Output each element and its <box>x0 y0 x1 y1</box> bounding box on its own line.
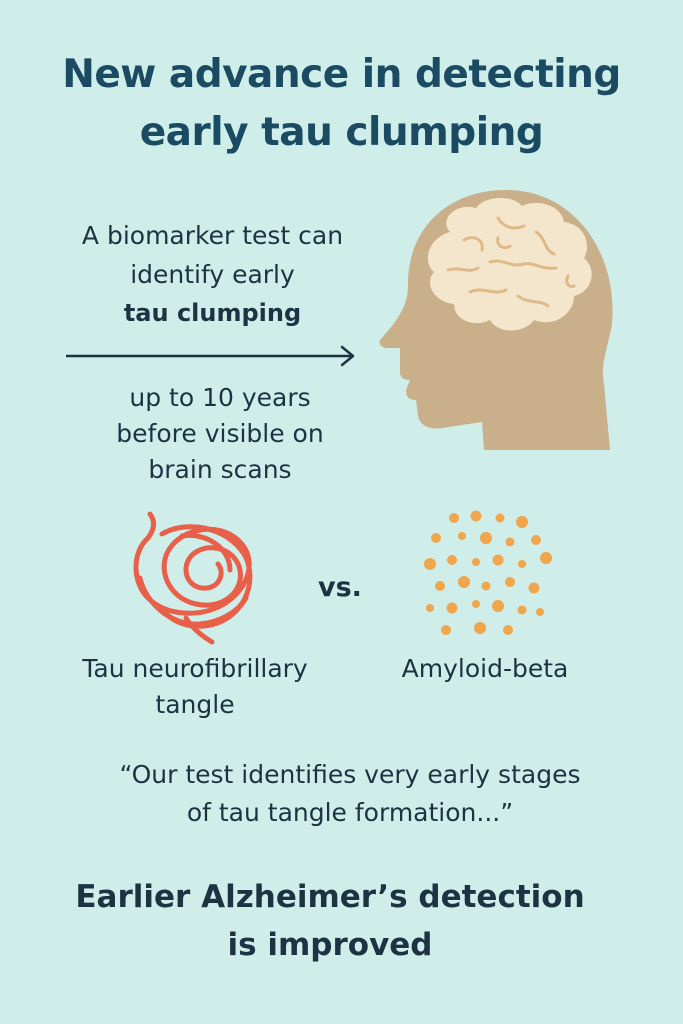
quote-line-2: of tau tangle formation...” <box>186 798 514 827</box>
intro-text: A biomarker test can identify early tau … <box>40 216 385 333</box>
page-title: New advance in detecting early tau clump… <box>20 46 663 162</box>
intro-line-1: A biomarker test can <box>81 221 344 250</box>
versus-label: vs. <box>318 572 362 603</box>
tau-tangle-icon <box>133 511 253 645</box>
conclusion-line-2: is improved <box>227 927 433 963</box>
quote-line-1: “Our test identifies very early stages <box>119 760 581 789</box>
head-with-brain-icon <box>379 190 613 450</box>
quote-text: “Our test identifies very early stages o… <box>80 756 620 832</box>
arrow-right-icon <box>66 345 355 367</box>
tau-tangle-label: Tau neurofibrillary tangle <box>60 651 330 723</box>
timeframe-line-3: brain scans <box>148 455 292 484</box>
timeframe-line-1: up to 10 years <box>129 383 311 412</box>
intro-line-2: identify early <box>130 260 295 289</box>
conclusion-line-1: Earlier Alzheimer’s detection <box>75 879 585 915</box>
intro-emphasis: tau clumping <box>123 299 302 327</box>
tau-label-line-2: tangle <box>155 690 235 719</box>
conclusion-text: Earlier Alzheimer’s detection is improve… <box>40 873 620 969</box>
timeframe-line-2: before visible on <box>116 419 324 448</box>
tau-label-line-1: Tau neurofibrillary <box>82 654 308 683</box>
title-text: New advance in detecting early tau clump… <box>62 52 621 155</box>
timeframe-text: up to 10 years before visible on brain s… <box>60 380 380 488</box>
amyloid-plaque-icon <box>424 510 552 635</box>
amyloid-beta-label: Amyloid-beta <box>401 654 569 683</box>
